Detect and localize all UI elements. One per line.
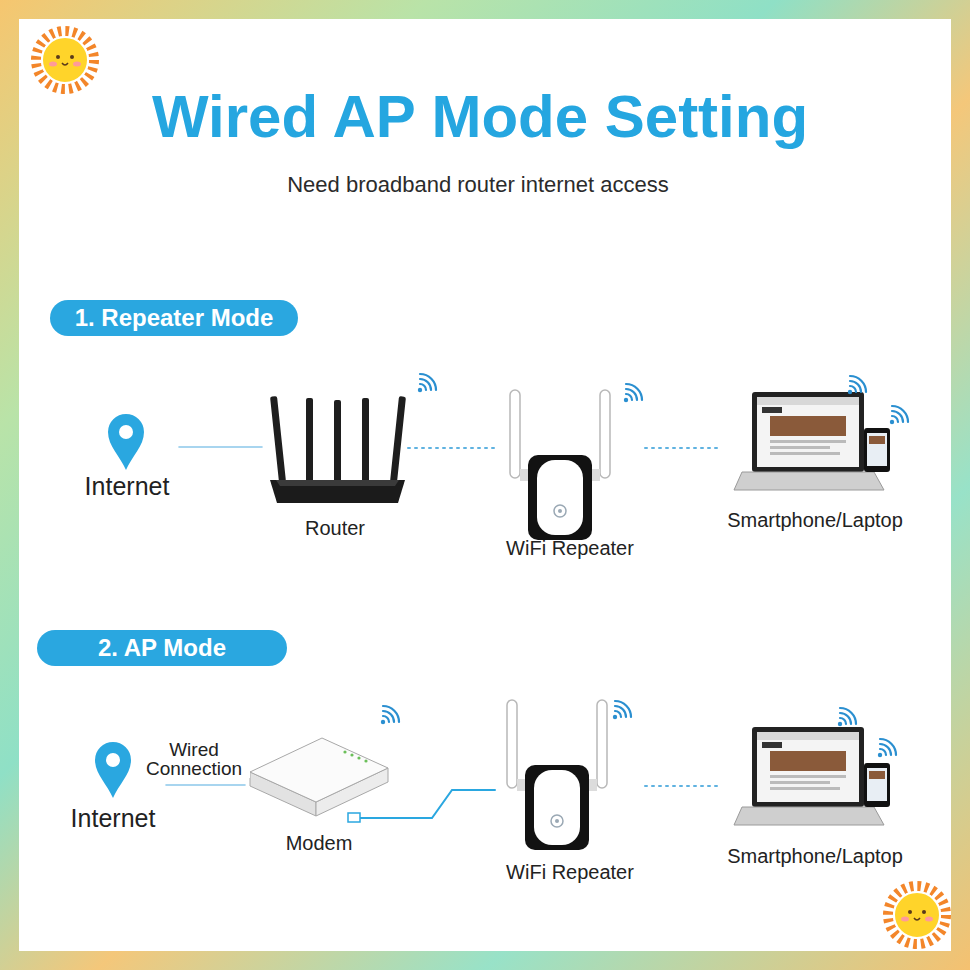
device-node: Internet	[75, 405, 179, 505]
wireless-link	[645, 447, 718, 449]
device-node: WiFi Repeater	[495, 385, 645, 564]
laptop-illustration	[734, 727, 890, 825]
device-label: WiFi Repeater	[506, 537, 634, 560]
edge-label: Wired Connection	[138, 740, 250, 778]
wifi-symbol	[878, 739, 896, 757]
mode-pill: 2. AP Mode	[37, 630, 287, 666]
sun-icon	[888, 886, 946, 944]
wifi-symbol	[624, 384, 642, 402]
device-label: WiFi Repeater	[506, 861, 634, 884]
device-node: Smartphone/Laptop	[718, 378, 912, 536]
device-node: Smartphone/Laptop	[718, 712, 912, 872]
mode-label: 1. Repeater Mode	[75, 304, 274, 332]
wired-link	[179, 446, 262, 448]
wireless-link	[408, 447, 495, 449]
subtitle: Need broadband router internet access	[0, 172, 956, 198]
device-label: Smartphone/Laptop	[727, 845, 903, 868]
device-label: Smartphone/Laptop	[727, 509, 903, 532]
device-node: WiFi Repeater	[495, 695, 645, 888]
wireless-link	[645, 785, 718, 787]
mode-pill: 1. Repeater Mode	[50, 300, 298, 336]
wifi-symbol	[381, 706, 399, 724]
router-illustration	[270, 396, 406, 503]
wifi-symbol	[838, 708, 856, 726]
repeater-illustration	[510, 390, 610, 540]
device-node: Modem	[245, 720, 393, 859]
device-label: Router	[305, 517, 365, 540]
repeater-illustration	[507, 700, 607, 850]
sun-icon	[36, 31, 94, 89]
wifi-symbol	[890, 406, 908, 424]
wifi-symbol	[848, 376, 866, 394]
wired-link	[166, 784, 245, 786]
ethernet-cable	[393, 790, 495, 818]
modem-illustration	[250, 738, 394, 822]
internet-pin	[95, 742, 131, 798]
device-label: Modem	[286, 832, 353, 855]
title: Wired AP Mode Setting	[0, 84, 960, 150]
wifi-symbol	[613, 701, 631, 719]
device-label: Internet	[85, 472, 170, 501]
device-label: Internet	[71, 804, 156, 833]
mode-label: 2. AP Mode	[98, 634, 226, 662]
device-node: Router	[262, 388, 408, 544]
laptop-illustration	[734, 392, 890, 490]
internet-pin	[108, 414, 144, 470]
wifi-symbol	[418, 374, 436, 392]
